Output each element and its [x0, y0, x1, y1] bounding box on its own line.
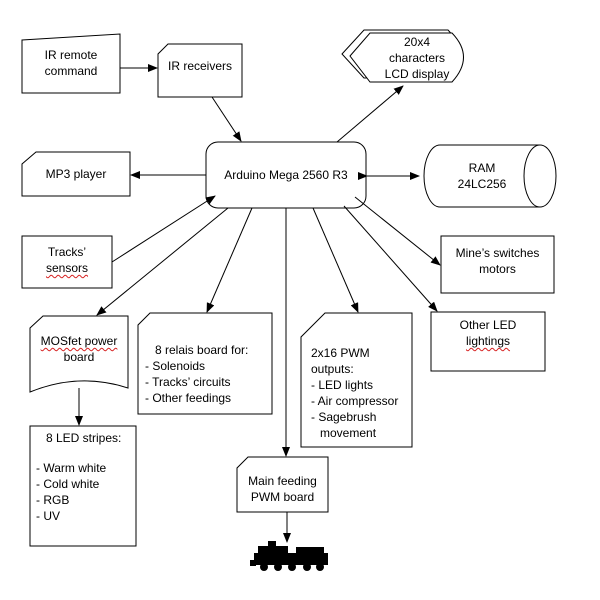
relais-title: 8 relais board for:: [155, 343, 249, 357]
pwm16-item: - Air compressor: [311, 394, 399, 408]
mosfet-label: MOSfet power board: [30, 333, 128, 365]
relais-shape: [137, 312, 273, 415]
ram-line1: RAM: [468, 161, 496, 175]
arrow-arduino-relais: [206, 207, 253, 313]
ir-remote-shape: [21, 33, 121, 94]
ir-receivers-shape: [157, 43, 243, 98]
led-stripes-shape: [29, 425, 137, 547]
tracks-sensors-line2: sensors: [45, 261, 89, 275]
lcd-label: 20x4 characters LCD display: [372, 34, 462, 82]
arrow-receivers-arduino: [211, 96, 242, 142]
ram-label: RAM 24LC256: [424, 160, 540, 192]
ir-receivers-label: IR receivers: [158, 58, 242, 74]
mine-switches-line1: Mine’s switches: [455, 246, 540, 260]
led-stripes-item: - Warm white: [36, 461, 107, 475]
relais-item: - Other feedings: [145, 391, 232, 405]
ir-remote-line1: IR remote: [44, 48, 98, 62]
ir-remote-line2: command: [44, 64, 98, 78]
pwm16-label: 2x16 PWM outputs: - LED lights - Air com…: [311, 345, 398, 441]
arrow-sensors-arduino: [111, 195, 216, 263]
relais-item: - Tracks’ circuits: [145, 375, 231, 389]
pwm16-item: movement: [320, 426, 377, 440]
mosfet-line1: MOSfet power: [40, 334, 118, 348]
main-feeding-shape: [236, 456, 329, 513]
mp3-text: MP3 player: [45, 167, 107, 181]
tracks-sensors-shape: [21, 235, 113, 289]
other-led-line2: lightings: [465, 334, 511, 348]
lcd-line1: 20x4: [403, 35, 431, 49]
main-feeding-line1: Main feeding: [248, 474, 317, 488]
pwm16-line1: 2x16 PWM: [311, 346, 370, 360]
arduino-text: Arduino Mega 2560 R3: [224, 168, 348, 182]
relais-item: - Solenoids: [145, 359, 206, 373]
lcd-line3: LCD display: [384, 67, 450, 81]
main-feeding-label: Main feeding PWM board: [237, 473, 328, 505]
pwm16-item: - Sagebrush: [311, 410, 377, 424]
main-feeding-line2: PWM board: [250, 490, 315, 504]
locomotive-icon: [250, 541, 328, 571]
led-stripes-title: 8 LED stripes:: [46, 431, 122, 445]
ir-receivers-text: IR receivers: [167, 59, 232, 73]
led-stripes-item: - UV: [36, 509, 60, 523]
mp3-label: MP3 player: [22, 166, 130, 182]
pwm16-item: - LED lights: [311, 378, 374, 392]
arrow-arduino-other-led: [343, 205, 438, 312]
arduino-label: Arduino Mega 2560 R3: [206, 167, 366, 183]
mosfet-line2: board: [63, 350, 95, 364]
lcd-line2: characters: [388, 51, 446, 65]
mp3-shape: [21, 151, 131, 197]
lcd-shape-front: [349, 32, 464, 83]
led-stripes-item: - RGB: [36, 493, 70, 507]
tracks-sensors-label: Tracks’ sensors: [22, 244, 112, 276]
other-led-line1: Other LED: [459, 318, 517, 332]
mine-switches-line2: motors: [479, 262, 516, 276]
arrow-arduino-pwm16: [312, 207, 359, 313]
mosfet-shape: [29, 315, 129, 393]
arrow-arduino-mosfet: [96, 207, 229, 316]
pwm16-shape: [300, 312, 413, 448]
tracks-sensors-line1: Tracks’: [47, 245, 87, 259]
relais-label: 8 relais board for: - Solenoids - Tracks…: [145, 342, 248, 406]
ram-line2: 24LC256: [457, 177, 507, 191]
ir-remote-label: IR remote command: [22, 47, 120, 79]
mine-switches-label: Mine’s switches motors: [441, 245, 554, 277]
mine-switches-shape: [440, 235, 555, 294]
arrow-arduino-mine: [354, 196, 441, 266]
led-stripes-item: - Cold white: [36, 477, 100, 491]
pwm16-line2: outputs:: [311, 362, 354, 376]
arrow-arduino-lcd: [336, 85, 404, 143]
led-stripes-label: 8 LED stripes: - Warm white - Cold white…: [36, 430, 121, 524]
other-led-label: Other LED lightings: [431, 317, 545, 349]
other-led-shape: [430, 311, 546, 372]
